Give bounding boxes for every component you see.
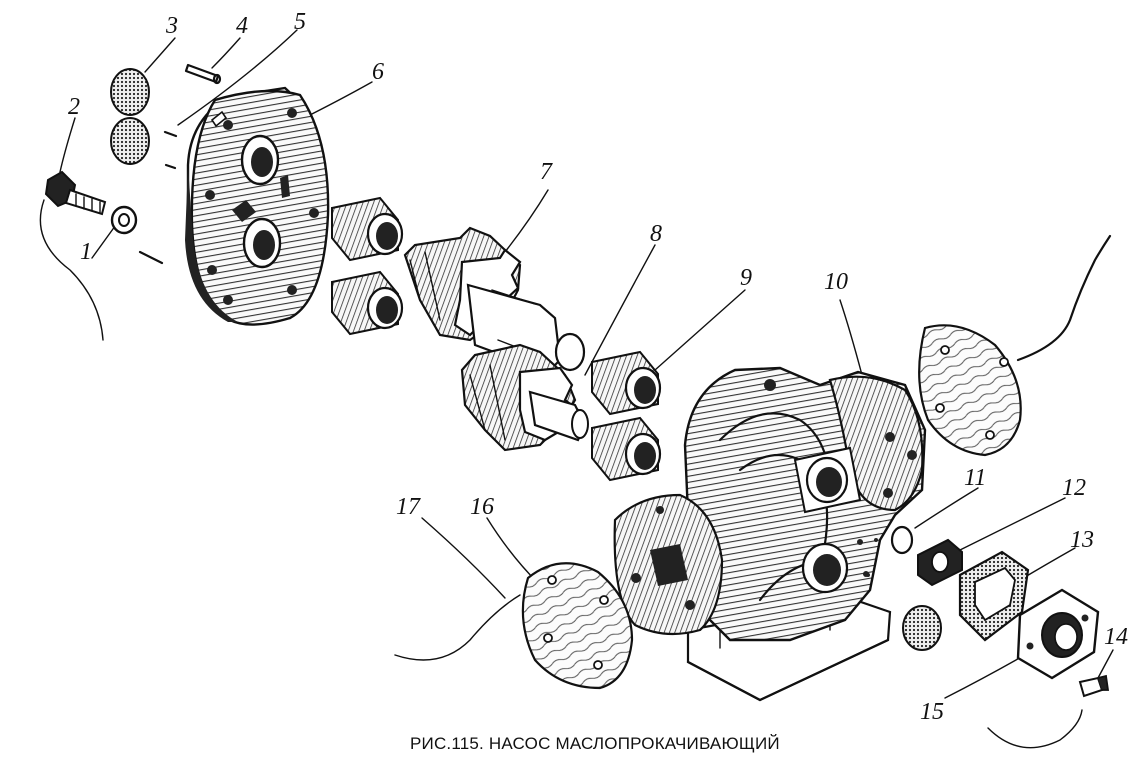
- part-4-pin: [184, 63, 222, 85]
- label-12: 12: [1062, 475, 1086, 501]
- part-16-gasket: [521, 562, 634, 690]
- part-3-covers: [110, 68, 150, 165]
- label-16: 16: [470, 494, 494, 520]
- part-13-gasket: [958, 550, 1030, 642]
- part-9-bushings: [591, 350, 662, 482]
- part-1-pin: [138, 250, 164, 265]
- label-8: 8: [650, 221, 662, 247]
- label-13: 13: [1070, 527, 1094, 553]
- label-9: 9: [740, 265, 752, 291]
- label-17: 17: [396, 494, 420, 520]
- label-4: 4: [236, 13, 248, 39]
- label-6: 6: [372, 59, 384, 85]
- part-7-drive-gear: [403, 226, 586, 374]
- label-7: 7: [540, 159, 552, 185]
- bushings-left: [331, 196, 404, 336]
- label-14: 14: [1104, 624, 1128, 650]
- label-1: 1: [80, 239, 92, 265]
- label-5: 5: [294, 9, 306, 35]
- part-15-flange: [1016, 588, 1100, 680]
- part-6-end-cover: [185, 86, 330, 326]
- part-8-driven-gear: [460, 343, 589, 452]
- gland-disc: [902, 605, 942, 651]
- label-2: 2: [68, 94, 80, 120]
- gasket-top-right: [918, 234, 1112, 457]
- part-12-seal: [917, 538, 963, 587]
- label-15: 15: [920, 699, 944, 725]
- label-11: 11: [964, 465, 987, 491]
- label-10: 10: [824, 269, 848, 295]
- part-1-washer: [110, 205, 138, 235]
- part-10-pump-body: [613, 366, 927, 702]
- label-3: 3: [166, 13, 178, 39]
- figure-caption: РИС.115. НАСОС МАСЛОПРОКАЧИВАЮЩИЙ: [410, 734, 780, 753]
- part-5-dowels: [163, 130, 178, 170]
- part-14-bolt: [1078, 674, 1110, 698]
- part-2-bolt: [44, 170, 107, 216]
- part-11-o-ring: [866, 525, 914, 577]
